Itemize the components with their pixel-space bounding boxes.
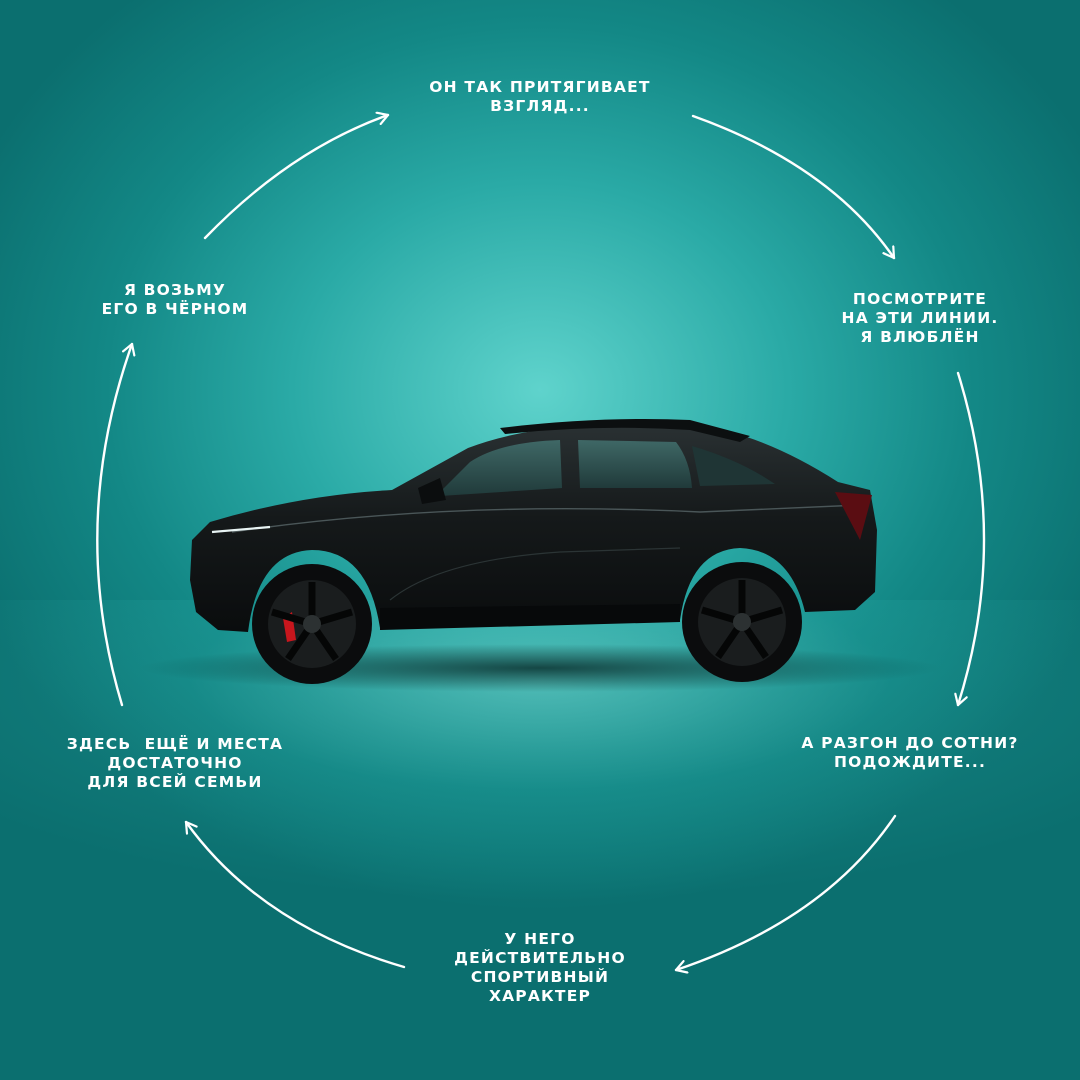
caption-bottom-right: А разгон до сотни? Подождите... xyxy=(760,734,1060,772)
caption-line: Он так притягивает xyxy=(429,78,651,96)
arrow-left xyxy=(96,342,132,707)
caption-line: Я влюблён xyxy=(860,328,980,346)
arrow-top-left xyxy=(203,115,390,240)
caption-line: Посмотрите xyxy=(852,290,988,308)
caption-line: для всей семьи xyxy=(87,773,263,791)
caption-line: А разгон до сотни? xyxy=(801,734,1019,752)
caption-line: действительно xyxy=(454,949,626,967)
car-illustration xyxy=(140,419,940,692)
arrow-bottom-right xyxy=(674,814,897,970)
caption-top: Он так притягивает взгляд... xyxy=(360,78,720,116)
caption-line: спортивный xyxy=(470,968,610,986)
front-wheel xyxy=(252,564,372,684)
caption-top-left: Я возьму его в чёрном xyxy=(55,281,295,319)
caption-line: У него xyxy=(504,930,576,948)
caption-line: характер xyxy=(488,987,592,1005)
cycle-arrows xyxy=(96,114,986,970)
caption-line: взгляд... xyxy=(490,97,590,115)
caption-line: достаточно xyxy=(107,754,243,772)
car-windows xyxy=(438,440,562,496)
caption-line: Подождите... xyxy=(833,753,987,771)
rear-wheel xyxy=(682,562,802,682)
caption-bottom: У него действительно спортивный характер xyxy=(410,930,670,1006)
caption-line: его в чёрном xyxy=(101,300,249,318)
arrow-bottom-left xyxy=(184,820,406,969)
caption-line: Я возьму xyxy=(123,281,227,299)
arrow-right xyxy=(958,371,986,707)
caption-line: Здесь ещё и места xyxy=(66,735,284,753)
caption-line: на эти линии. xyxy=(841,309,999,327)
caption-top-right: Посмотрите на эти линии. Я влюблён xyxy=(800,290,1040,347)
arrow-top-right xyxy=(691,114,896,260)
caption-bottom-left: Здесь ещё и места достаточно для всей се… xyxy=(20,735,330,792)
